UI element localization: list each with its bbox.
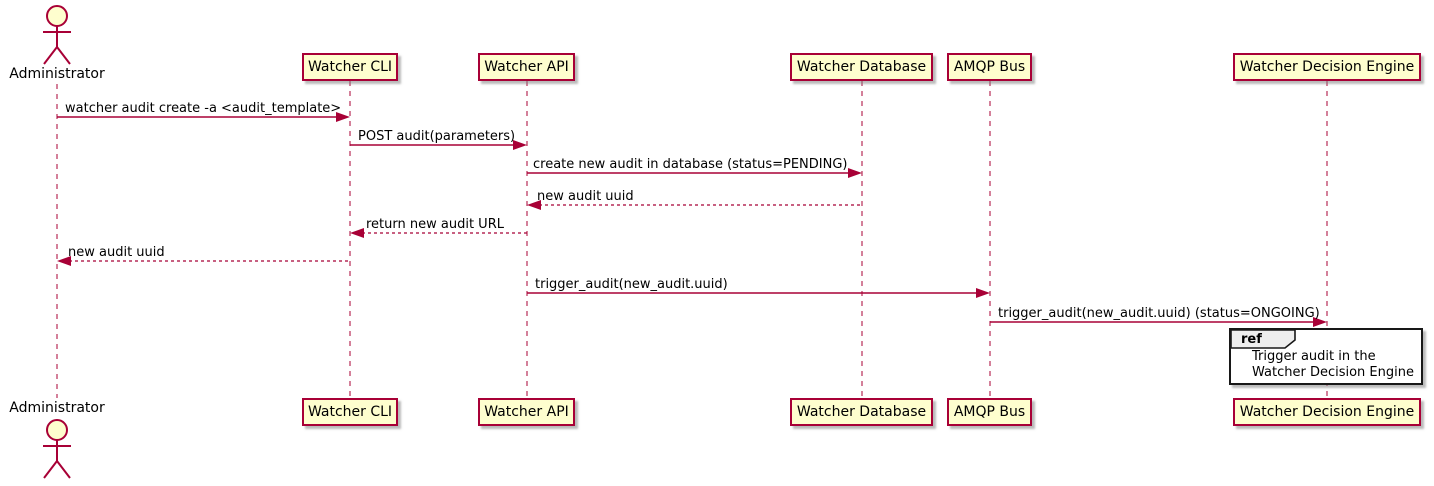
message-label-7: trigger_audit(new_audit.uuid) xyxy=(535,277,728,292)
participant-watcher-cli-top: Watcher CLI xyxy=(302,53,398,81)
message-label-8: trigger_audit(new_audit.uuid) (status=ON… xyxy=(998,306,1320,321)
message-label-3: create new audit in database (status=PEN… xyxy=(533,157,848,172)
actor-label-bottom: Administrator xyxy=(9,400,105,416)
participant-amqp-bus-bottom: AMQP Bus xyxy=(947,398,1032,426)
ref-fragment: ref Trigger audit in the Watcher Decisio… xyxy=(1229,328,1423,385)
ref-text-line1: Trigger audit in the xyxy=(1252,349,1376,364)
actor-label-top: Administrator xyxy=(9,66,105,82)
message-label-2: POST audit(parameters) xyxy=(358,129,516,144)
message-arrow-5 xyxy=(350,228,527,238)
participant-watcher-database-top: Watcher Database xyxy=(790,53,933,81)
message-arrow-7 xyxy=(527,288,990,298)
actor-icon-bottom xyxy=(43,419,71,479)
ref-tab-shape xyxy=(1231,330,1296,349)
message-label-1: watcher audit create -a <audit_template> xyxy=(65,101,342,116)
message-arrow-4 xyxy=(527,200,862,210)
message-arrow-8 xyxy=(990,317,1327,327)
ref-text-line2: Watcher Decision Engine xyxy=(1252,365,1414,380)
message-arrow-2 xyxy=(350,140,527,150)
participant-watcher-database-bottom: Watcher Database xyxy=(790,398,933,426)
message-arrow-1 xyxy=(57,112,350,122)
actor-icon xyxy=(43,5,71,65)
participant-watcher-decision-engine-bottom: Watcher Decision Engine xyxy=(1233,398,1421,426)
participant-watcher-decision-engine-top: Watcher Decision Engine xyxy=(1233,53,1421,81)
message-label-6: new audit uuid xyxy=(68,245,165,260)
message-arrow-3 xyxy=(527,168,862,178)
participant-amqp-bus-top: AMQP Bus xyxy=(947,53,1032,81)
participant-watcher-api-bottom: Watcher API xyxy=(478,398,575,426)
message-label-4: new audit uuid xyxy=(537,189,634,204)
participant-watcher-api-top: Watcher API xyxy=(478,53,575,81)
ref-keyword: ref xyxy=(1241,332,1262,347)
participant-watcher-cli-bottom: Watcher CLI xyxy=(302,398,398,426)
message-arrow-6 xyxy=(57,256,350,266)
message-label-5: return new audit URL xyxy=(366,217,504,232)
